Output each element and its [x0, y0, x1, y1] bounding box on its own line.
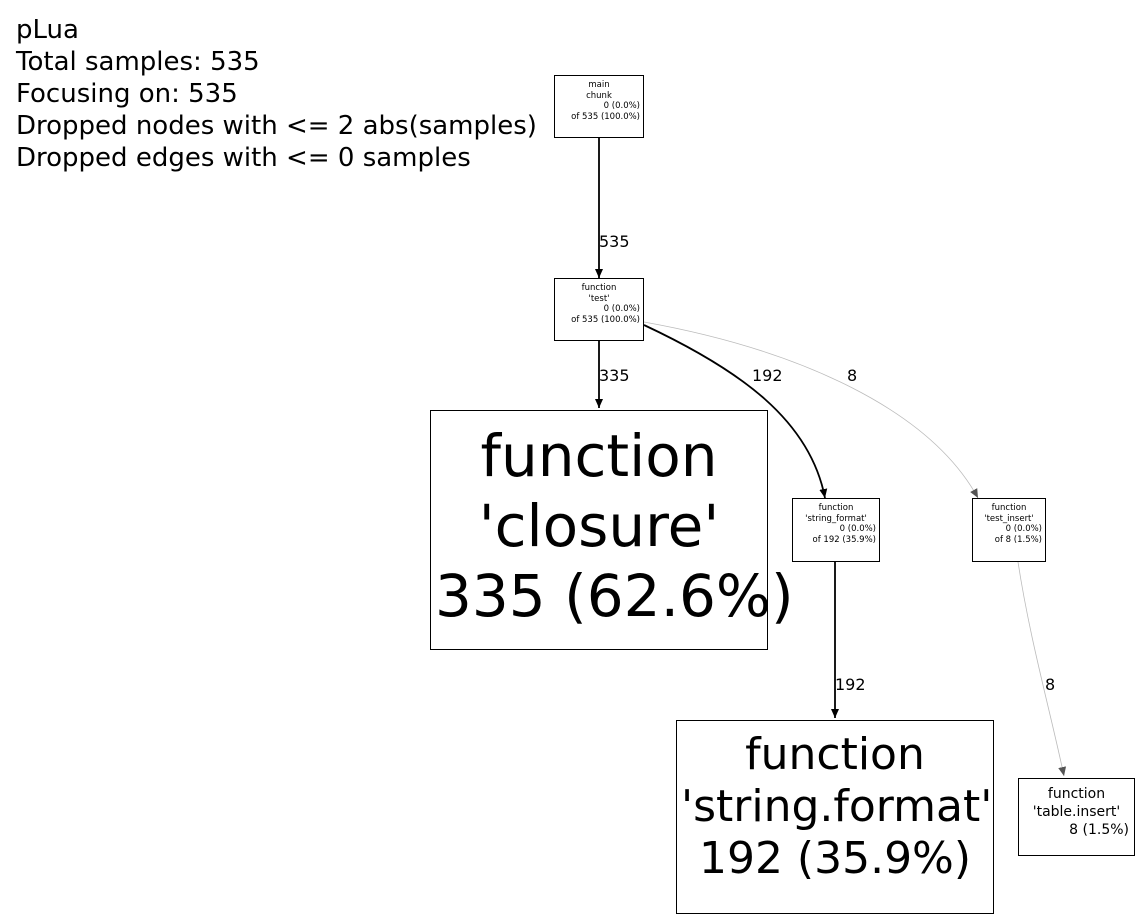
node-main-chunk-cumulative: of 535 (100.0%) [571, 111, 640, 122]
node-string-dot-format-flat: 192 (35.9%) [698, 833, 972, 884]
node-test: function 'test' 0 (0.0%) of 535 (100.0%) [554, 278, 644, 341]
node-main-chunk-line2: chunk [586, 90, 612, 101]
node-string-dot-format-line1: function [745, 729, 925, 780]
node-test-flat: 0 (0.0%) [603, 304, 640, 314]
edge-test-to-string-format [643, 324, 828, 499]
edge-label-main-to-test: 535 [599, 232, 630, 251]
node-string-dot-format-line2: 'string.format' [681, 781, 993, 832]
node-string-dot-format: function 'string.format' 192 (35.9%) [676, 720, 994, 914]
node-main-chunk-line1: main [588, 80, 610, 90]
node-test-insert: function 'test_insert' 0 (0.0%) of 8 (1.… [972, 498, 1046, 562]
node-table-insert-line2: 'table.insert' [1032, 804, 1121, 820]
node-table-insert-line1: function [1047, 786, 1106, 802]
node-main-chunk: main chunk 0 (0.0%) of 535 (100.0%) [554, 75, 644, 138]
node-main-chunk-flat: 0 (0.0%) [603, 101, 640, 111]
edge-label-test-to-test-insert: 8 [847, 366, 858, 385]
edge-label-test-to-closure: 335 [599, 366, 630, 385]
node-table-insert-flat: 8 (1.5%) [1069, 822, 1129, 838]
edge-test-insert-to-table-insert [1017, 561, 1067, 777]
node-string-format-line2: 'string_format' [805, 513, 867, 524]
node-closure-line1: function [480, 422, 718, 490]
graph-legend: pLua Total samples: 535 Focusing on: 535… [16, 14, 537, 174]
node-table-insert: function 'table.insert' 8 (1.5%) [1018, 778, 1135, 856]
node-test-line1: function [581, 283, 617, 293]
edge-test-to-test-insert [643, 321, 979, 499]
node-test-insert-line1: function [991, 503, 1027, 513]
node-test-insert-flat: 0 (0.0%) [1005, 524, 1042, 534]
legend-focusing-on: Focusing on: 535 [16, 79, 238, 109]
node-closure: function 'closure' 335 (62.6%) [430, 410, 794, 650]
legend-title: pLua [16, 15, 79, 45]
node-test-insert-cumulative: of 8 (1.5%) [994, 534, 1042, 545]
node-closure-line2: 'closure' [478, 492, 720, 560]
node-closure-flat: 335 (62.6%) [435, 562, 794, 630]
legend-dropped-nodes: Dropped nodes with <= 2 abs(samples) [16, 111, 537, 141]
legend-dropped-edges: Dropped edges with <= 0 samples [16, 143, 471, 173]
node-test-insert-line2: 'test_insert' [984, 513, 1034, 524]
node-test-line2: 'test' [588, 293, 610, 304]
node-string-format: function 'string_format' 0 (0.0%) of 192… [792, 498, 880, 562]
node-test-cumulative: of 535 (100.0%) [571, 314, 640, 325]
edge-label-test-insert-to-table-insert: 8 [1045, 675, 1056, 694]
node-string-format-cumulative: of 192 (35.9%) [812, 534, 876, 545]
node-string-format-flat: 0 (0.0%) [839, 524, 876, 534]
legend-total-samples: Total samples: 535 [16, 47, 260, 77]
edge-label-string-format-to-string-dot-format: 192 [835, 675, 866, 694]
edge-label-test-to-string-format: 192 [752, 366, 783, 385]
node-string-format-line1: function [818, 503, 854, 513]
